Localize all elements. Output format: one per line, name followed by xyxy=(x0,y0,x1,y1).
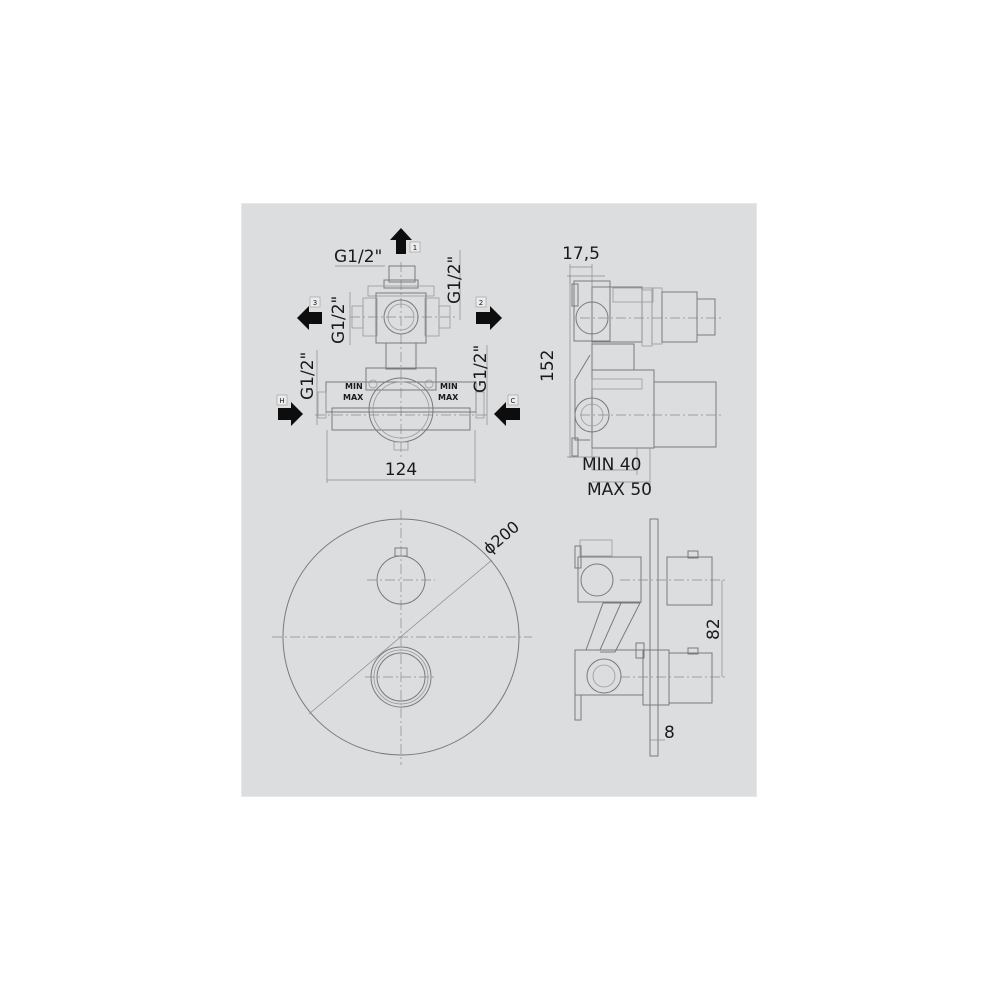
installed-side-view: 82 8 xyxy=(574,518,725,757)
thread-label-top: G1/2" xyxy=(334,247,382,267)
valve-side-view: 152 17,5 MIN 40 MAX 50 xyxy=(538,244,722,500)
width-dimension: 124 xyxy=(385,460,417,480)
port-tag-c: C xyxy=(511,397,516,405)
thread-label-left-upper: G1/2" xyxy=(329,296,349,344)
arrow-left-icon xyxy=(297,306,322,330)
min-label-right: MIN xyxy=(440,382,458,391)
plate-thickness-dimension: 8 xyxy=(664,723,675,743)
spacing-dimension: 82 xyxy=(704,618,724,640)
depth-min-label: MIN 40 xyxy=(582,455,641,475)
min-label-left: MIN xyxy=(345,382,363,391)
port-tag-1: 1 xyxy=(413,244,417,252)
valve-front-view: MIN MAX MIN MAX 124 G1/2" G1/2" G1/2" G1… xyxy=(276,228,520,483)
height-dimension: 152 xyxy=(538,350,558,382)
port-tag-3: 3 xyxy=(313,299,317,307)
offset-dimension: 17,5 xyxy=(562,244,600,264)
thread-label-left-lower: G1/2" xyxy=(298,352,318,400)
max-label-left: MAX xyxy=(343,393,364,402)
port-tag-h: H xyxy=(279,397,284,405)
arrow-left-icon xyxy=(494,402,520,426)
cover-plate-front-view: ϕ200 xyxy=(272,510,532,765)
arrow-right-icon xyxy=(476,306,502,330)
arrow-up-icon xyxy=(390,228,412,254)
thread-label-right-upper: G1/2" xyxy=(445,256,465,304)
port-tag-2: 2 xyxy=(479,299,483,307)
depth-max-label: MAX 50 xyxy=(587,480,652,500)
arrow-right-icon xyxy=(278,402,303,426)
technical-drawing-panel xyxy=(241,203,757,797)
thread-label-right-lower: G1/2" xyxy=(471,345,491,393)
max-label-right: MAX xyxy=(438,393,459,402)
diameter-dimension: ϕ200 xyxy=(479,517,523,558)
